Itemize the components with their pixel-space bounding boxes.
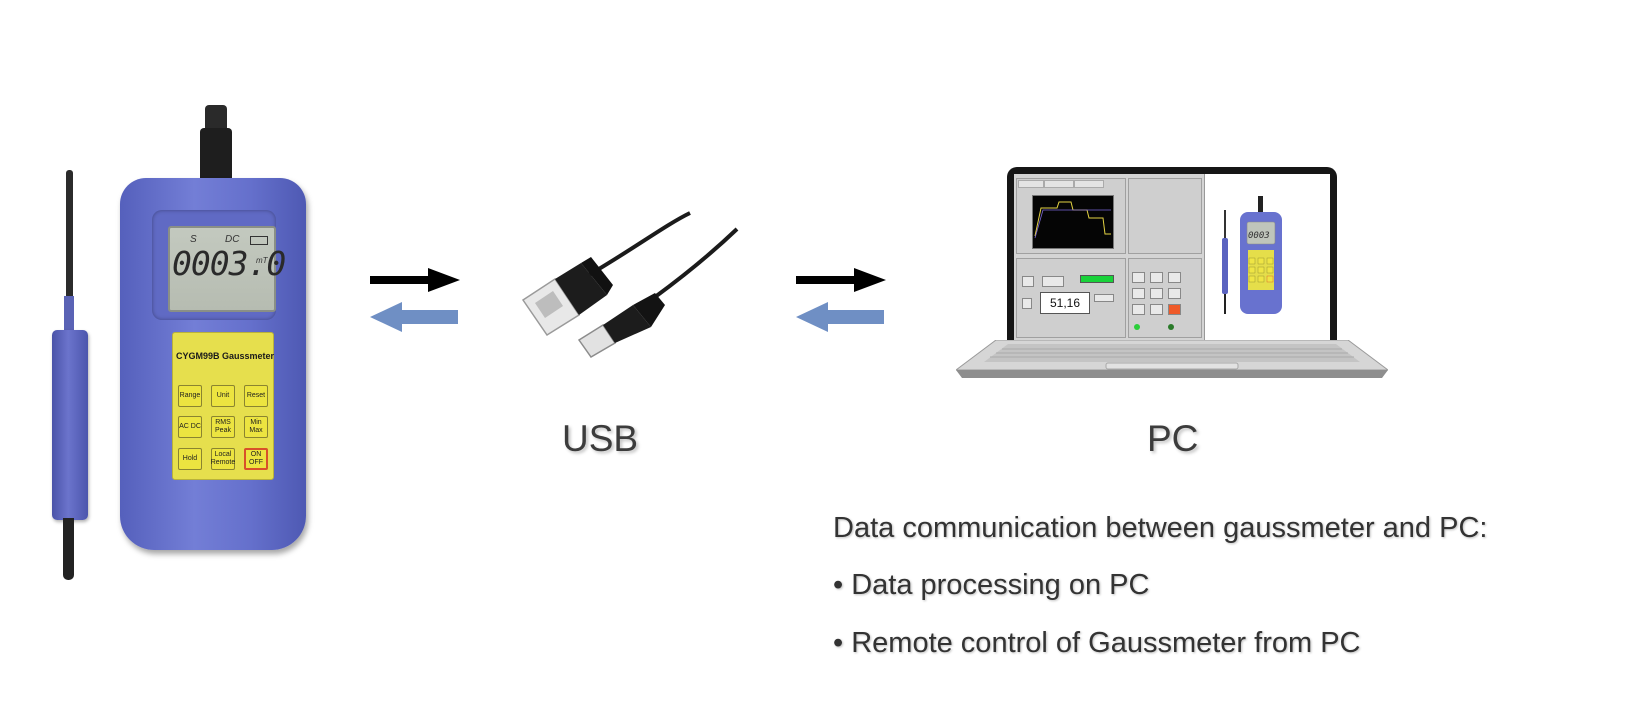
lcd-value: 0003.0 (172, 244, 286, 283)
remote-range-button[interactable] (1132, 272, 1145, 283)
battery-icon (250, 236, 268, 245)
remote-peak-button[interactable] (1150, 288, 1163, 299)
usb-cable (521, 211, 739, 358)
description-heading: Data communication between gaussmeter an… (833, 512, 1488, 544)
screen-mode-field[interactable] (1022, 276, 1034, 287)
arrow-pair-usb-pc (796, 268, 886, 332)
probe-neck (64, 296, 74, 336)
remote-hold-button[interactable] (1132, 304, 1145, 315)
screen-readout: 51,16 (1040, 292, 1090, 314)
lcd-unit: mT (256, 256, 268, 265)
status-led-icon (1134, 324, 1140, 330)
usb-a-connector (521, 257, 613, 337)
status-led-icon (1168, 324, 1174, 330)
local-remote-button[interactable]: Local Remote (211, 448, 235, 470)
laptop-keyboard-base (956, 340, 1388, 378)
back-arrow (370, 302, 458, 332)
lcd-mode-dc: DC (225, 234, 240, 245)
reset-button[interactable]: Reset (244, 385, 268, 407)
forward-arrow (370, 268, 460, 292)
ac-dc-button[interactable]: AC DC (178, 416, 202, 438)
lcd-display (168, 226, 276, 312)
pc-label: PC (1147, 418, 1199, 459)
tab-display[interactable] (1074, 180, 1104, 188)
usb-c-connector (577, 293, 665, 358)
remote-power-button[interactable] (1168, 304, 1181, 315)
remote-minmax-button[interactable] (1168, 288, 1181, 299)
screen-unit-field[interactable] (1094, 294, 1114, 302)
remote-unit-button[interactable] (1150, 272, 1163, 283)
probe-cable-end (63, 518, 74, 580)
tab-processing[interactable] (1044, 180, 1074, 188)
tab-realtime[interactable] (1018, 180, 1044, 188)
rms-peak-button[interactable]: RMS Peak (211, 416, 235, 438)
screen-range-field[interactable] (1042, 276, 1064, 287)
probe-cable (66, 170, 73, 300)
min-max-button[interactable]: Min Max (244, 416, 268, 438)
gaussmeter-device: S DC 0003.0 mT CYGM99B Gaussmeter Range … (0, 0, 320, 600)
unit-button[interactable]: Unit (211, 385, 235, 407)
remote-acdc-button[interactable] (1132, 288, 1145, 299)
meter-model-label: CYGM99B Gaussmeter (176, 351, 275, 361)
hold-button[interactable]: Hold (178, 448, 202, 470)
screen-hold-field[interactable] (1022, 298, 1032, 309)
range-button[interactable]: Range (178, 385, 202, 407)
settings-panel (1128, 178, 1202, 254)
power-button[interactable]: ON OFF (244, 448, 268, 470)
back-arrow (796, 302, 884, 332)
realtime-plot (1032, 195, 1114, 249)
svg-text:0003: 0003 (1248, 231, 1270, 241)
description-bullet-1: • Data processing on PC (833, 569, 1150, 601)
screen-gaussmeter-image: 0003 (1222, 196, 1282, 314)
arrow-pair-meter-usb (370, 268, 460, 332)
hall-probe (52, 330, 88, 520)
usb-label: USB (562, 418, 639, 459)
description-bullet-2: • Remote control of Gaussmeter from PC (833, 627, 1361, 659)
signal-level-bar (1080, 275, 1114, 283)
remote-local-button[interactable] (1150, 304, 1163, 315)
forward-arrow (796, 268, 886, 292)
meter-usb-plug (200, 128, 232, 183)
lcd-mode-s: S (190, 234, 197, 245)
remote-reset-button[interactable] (1168, 272, 1181, 283)
